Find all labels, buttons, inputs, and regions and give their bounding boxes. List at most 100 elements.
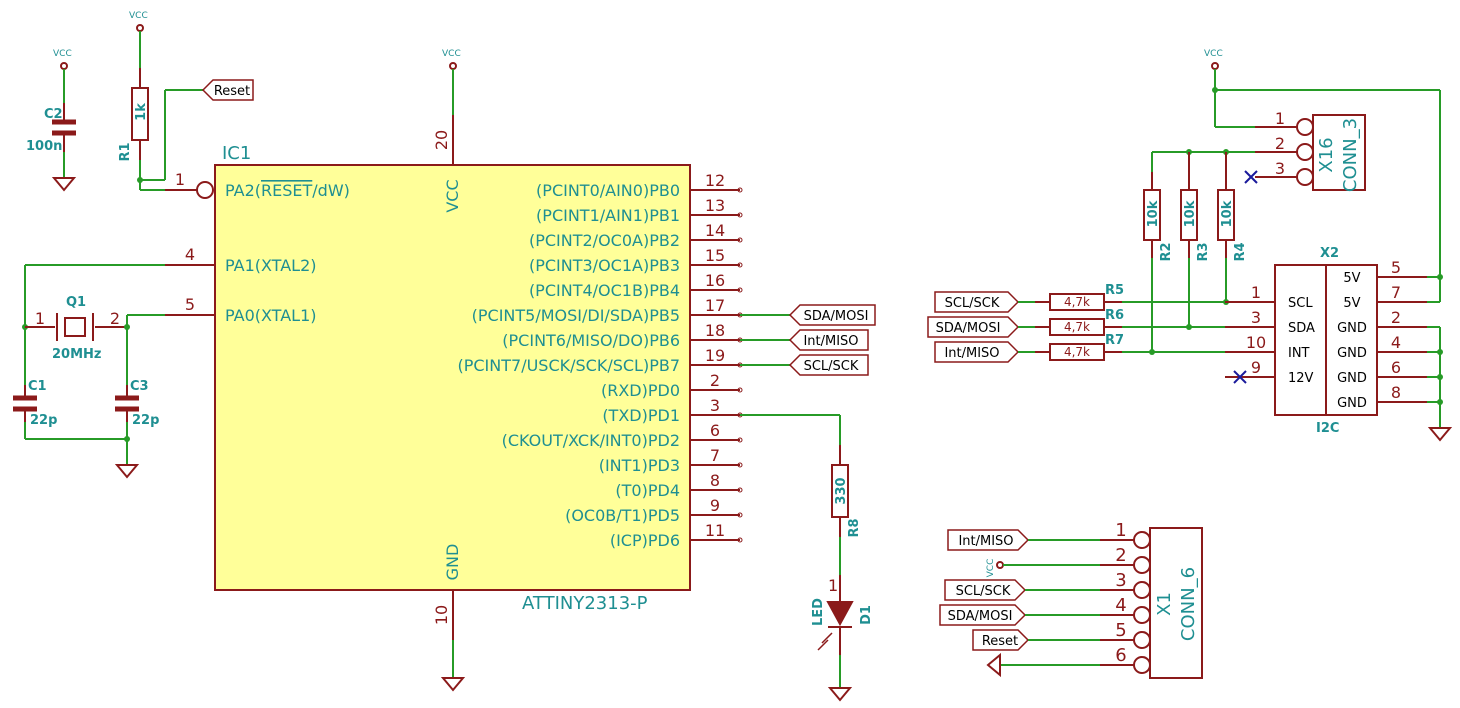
svg-text:R4: R4 xyxy=(1233,242,1248,261)
ic1-right-pins: 12(PCINT0/AIN0)PB013(PCINT1/AIN1)PB114(P… xyxy=(457,171,743,550)
x2-pin-10-name: INT xyxy=(1288,346,1310,361)
svg-text:R3: R3 xyxy=(1196,242,1211,261)
ic1-pin-15-num: 15 xyxy=(705,246,725,265)
r3-resistor: 10k R3 xyxy=(1180,152,1211,327)
x1-value: CONN_6 xyxy=(1178,567,1199,641)
ic1-value: ATTINY2313-P xyxy=(522,593,648,614)
ic1-pin-16-num: 16 xyxy=(705,271,725,290)
svg-text:R7: R7 xyxy=(1105,333,1124,348)
c1-ref: C1 xyxy=(28,379,47,394)
ic1-pin-12-num: 12 xyxy=(705,171,725,190)
ic1-pin-1-num: 1 xyxy=(175,170,185,189)
ic1-pin-6-name: (CKOUT/XCK/INT0)PD2 xyxy=(502,431,680,450)
x16-pin-3: 3 xyxy=(1275,159,1285,178)
x1-label-int-miso: Int/MISO xyxy=(947,529,1030,551)
x2-pin-7-num: 7 xyxy=(1391,283,1401,302)
svg-text:4,7k: 4,7k xyxy=(1064,320,1090,334)
ic1-gnd-pin: 10 xyxy=(432,605,451,625)
reset-net-label: Reset xyxy=(201,79,254,101)
c2-vcc-label: VCC xyxy=(53,49,72,59)
ic1-pin-8-name: (T0)PD4 xyxy=(615,481,680,500)
q1-pin1: 1 xyxy=(35,309,45,328)
x2-gnd-symbol xyxy=(1427,427,1453,442)
x1-label-sda-mosi: SDA/MOSI xyxy=(939,604,1027,626)
x1-label-reset: Reset xyxy=(972,629,1030,651)
r2-resistor: 10k R2 xyxy=(1143,152,1174,352)
x2-pin-8-num: 8 xyxy=(1391,383,1401,402)
c1-value: 22p xyxy=(30,413,57,428)
x1-vcc-label: VCC xyxy=(986,559,996,578)
svg-text:Reset: Reset xyxy=(214,84,250,99)
net-label-r5-scl: SCL/SCK xyxy=(934,291,1020,313)
ic1-pin-11-num: 11 xyxy=(705,521,725,540)
ic1-pin-6-num: 6 xyxy=(710,421,720,440)
svg-text:R5: R5 xyxy=(1105,283,1124,298)
x2-pin-6-name: GND xyxy=(1337,371,1367,386)
crystal-gnd-symbol xyxy=(114,464,140,479)
x1-label-scl-sck: SCL/SCK xyxy=(944,579,1027,601)
d1-value: LED xyxy=(811,598,826,626)
x2-pin-4-name: GND xyxy=(1337,346,1367,361)
x16-pin-2: 2 xyxy=(1275,134,1285,153)
r1-ref: R1 xyxy=(118,142,133,161)
series-resistors: SCL/SCK SDA/MOSI Int/MISO 4,7k R5 4,7k R… xyxy=(927,283,1229,363)
r8-value: 330 xyxy=(834,477,849,504)
svg-text:SDA/MOSI: SDA/MOSI xyxy=(804,309,869,324)
svg-text:SDA/MOSI: SDA/MOSI xyxy=(948,609,1013,624)
x1-gnd-symbol xyxy=(986,652,1001,678)
svg-text:4,7k: 4,7k xyxy=(1064,345,1090,359)
ic1-pin-7-name: (INT1)PD3 xyxy=(599,456,680,475)
x2-pin-3-name: SDA xyxy=(1288,321,1315,336)
ic1-pin-18-num: 18 xyxy=(705,321,725,340)
ic1-pin-17-num: 17 xyxy=(705,296,725,315)
x2-pin-5-name: 5V xyxy=(1343,271,1360,286)
x2-pin-5-num: 5 xyxy=(1391,258,1401,277)
x2-pin-3-num: 3 xyxy=(1251,308,1261,327)
svg-text:10k: 10k xyxy=(1220,200,1235,227)
ic1-pin-5-num: 5 xyxy=(185,295,195,314)
pb-net-labels: SDA/MOSI Int/MISO SCL/SCK xyxy=(740,304,876,376)
net-label-r6-sda: SDA/MOSI xyxy=(927,316,1020,338)
ic1-gnd-symbol xyxy=(440,677,466,692)
x2-pin-9-name: 12V xyxy=(1288,371,1314,386)
ic1-pin-2-num: 2 xyxy=(710,371,720,390)
ic1-pin-7-num: 7 xyxy=(710,446,720,465)
svg-text:SDA/MOSI: SDA/MOSI xyxy=(936,321,1001,336)
svg-text:SCL/SCK: SCL/SCK xyxy=(956,584,1011,599)
svg-text:R6: R6 xyxy=(1105,308,1124,323)
ic1-pin-4-name: PA1(XTAL2) xyxy=(225,256,316,275)
x1-pin-6: 6 xyxy=(1115,645,1126,666)
x2-value: I2C xyxy=(1316,421,1339,436)
ic1-gnd-name: GND xyxy=(443,544,462,581)
c2-value: 100n xyxy=(26,139,62,154)
net-label-scl-sck: SCL/SCK xyxy=(788,354,869,376)
c1-capacitor: C1 22p xyxy=(13,379,127,440)
x2-pin-2-num: 2 xyxy=(1391,308,1401,327)
x16-connector: VCC 1 2 3 X16 CONN_3 xyxy=(1152,49,1440,192)
svg-text:4,7k: 4,7k xyxy=(1064,295,1090,309)
ic1-pin-11-name: (ICP)PD6 xyxy=(610,531,680,550)
q1-crystal: 1 2 Q1 20MHz xyxy=(22,264,165,385)
ic1-pin-13-name: (PCINT1/AIN1)PB1 xyxy=(536,206,680,225)
d1-gnd-symbol xyxy=(827,687,853,702)
r1-value: 1k xyxy=(134,103,149,121)
net-label-r7-int: Int/MISO xyxy=(934,341,1020,363)
ic1-pin-14-name: (PCINT2/OC0A)PB2 xyxy=(529,231,680,250)
ic1-pin-17-name: (PCINT5/MOSI/DI/SDA)PB5 xyxy=(472,306,680,325)
q1-ref: Q1 xyxy=(66,295,86,310)
r4-resistor: 10k R4 xyxy=(1217,152,1248,302)
x1-ref: X1 xyxy=(1154,592,1175,616)
c2-gnd-symbol xyxy=(51,177,77,192)
c3-value: 22p xyxy=(132,413,159,428)
d1-led: 1 LED D1 xyxy=(811,575,874,702)
ic1-vcc-pin: 20 xyxy=(432,130,451,150)
net-label-int-miso: Int/MISO xyxy=(788,329,869,351)
pullup-resistors: 10k R2 10k R3 10k R4 xyxy=(1143,152,1248,352)
ic1-vcc-name: VCC xyxy=(443,179,462,212)
x16-ref: X16 xyxy=(1316,137,1337,172)
r1-vcc-label: VCC xyxy=(129,11,148,21)
